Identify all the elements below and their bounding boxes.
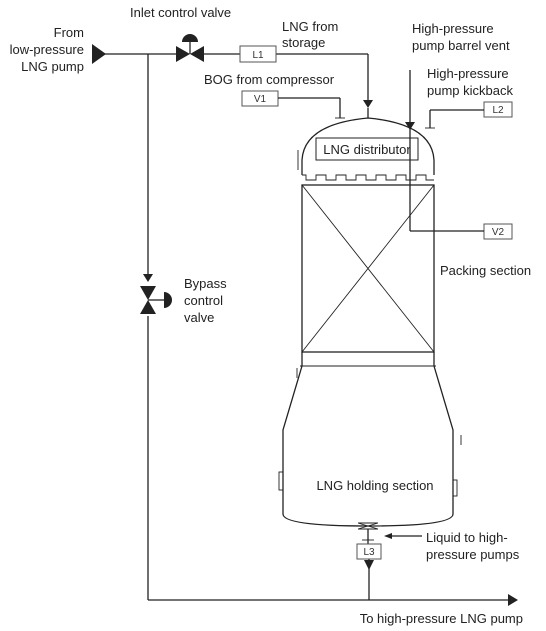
label-packing-section: Packing section [440, 263, 531, 278]
label-from-pump-2: low-pressure [10, 42, 84, 57]
label-hp-kickback-2: pump kickback [427, 83, 513, 98]
instrument-l1-label: L1 [252, 50, 264, 61]
feed-inlet-arrow [92, 44, 106, 64]
instrument-v1-label: V1 [254, 94, 267, 105]
bypass-line [143, 54, 518, 606]
instrument-l3-label: L3 [363, 547, 375, 558]
label-lng-distributor: LNG distributor [323, 142, 411, 157]
recondenser-vessel [278, 117, 462, 527]
inlet-valve-body [176, 46, 190, 62]
bypass-valve-body [140, 286, 156, 300]
label-bypass-valve-3: valve [184, 310, 214, 325]
instrument-l2-label: L2 [492, 105, 504, 116]
bottom-outlet [357, 522, 422, 544]
bypass-control-valve[interactable] [140, 286, 172, 314]
label-lng-storage-1: LNG from [282, 19, 338, 34]
instrument-v2: V2 [405, 122, 513, 240]
instrument-v1: V1 [241, 90, 345, 119]
instrument-l1: L1 [239, 45, 277, 63]
label-lng-storage-2: storage [282, 35, 325, 50]
label-hp-kickback-1: High-pressure [427, 66, 509, 81]
label-inlet-valve: Inlet control valve [130, 5, 231, 20]
label-bypass-valve-2: control [184, 293, 223, 308]
label-from-pump-3: LNG pump [21, 59, 84, 74]
label-bypass-valve-1: Bypass [184, 276, 227, 291]
label-liquid-hp-2: pressure pumps [426, 547, 520, 562]
instrument-l3: L3 [356, 543, 382, 600]
bypass-valve-actuator [164, 292, 172, 308]
feed-line [92, 44, 373, 118]
inlet-control-valve[interactable] [176, 34, 204, 62]
lng-distributor [315, 137, 419, 161]
label-holding-section: LNG holding section [316, 478, 433, 493]
label-to-hp-pump: To high-pressure LNG pump [360, 611, 523, 626]
label-bog-compressor: BOG from compressor [204, 72, 335, 87]
inlet-valve-actuator [182, 34, 198, 42]
label-from-pump-1: From [54, 25, 84, 40]
label-hp-vent-1: High-pressure [412, 21, 494, 36]
instrument-v2-label: V2 [492, 227, 505, 238]
instrument-l2: L2 [425, 101, 513, 129]
outlet-arrow [508, 594, 518, 606]
label-liquid-hp-1: Liquid to high- [426, 530, 508, 545]
label-hp-vent-2: pump barrel vent [412, 38, 510, 53]
